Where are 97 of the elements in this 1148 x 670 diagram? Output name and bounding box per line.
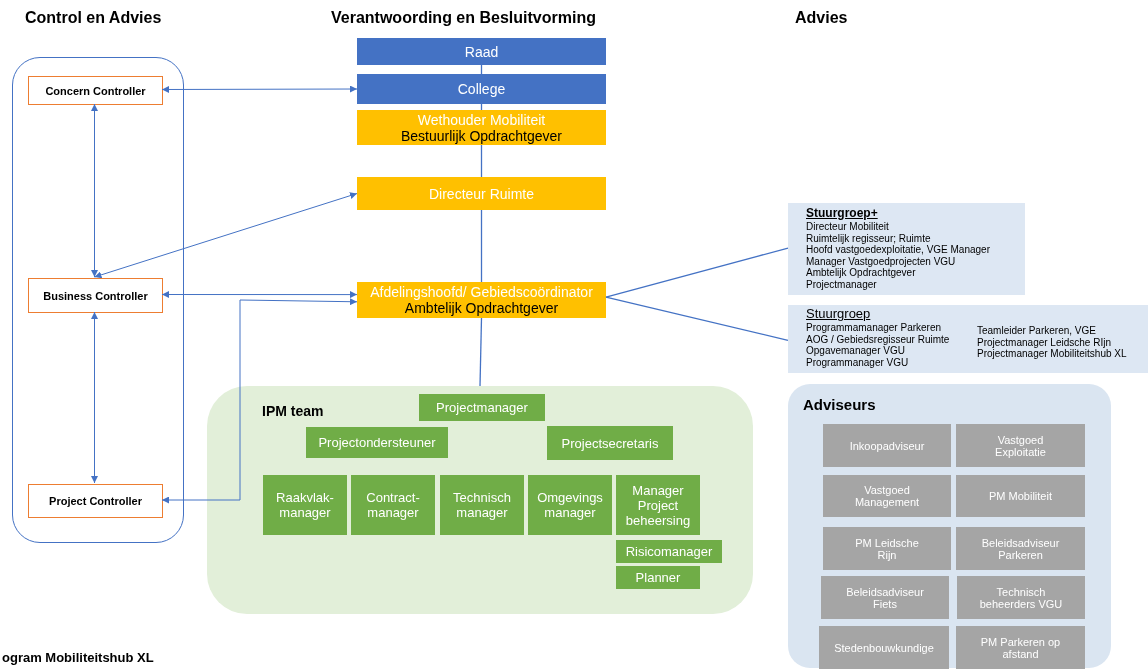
team-member-box (528, 475, 612, 535)
box-label: Ambtelijk Opdrachtgever (404, 300, 559, 316)
group-frame (12, 57, 184, 543)
team-member-box (263, 475, 347, 535)
box-label: PM Leidsche Rijn (854, 536, 920, 561)
team-member-box (306, 427, 448, 458)
box-label: Raakvlak- manager (275, 490, 335, 520)
member-line: Hoofd vastgoedexploitatie, VGE Manager (806, 244, 990, 256)
member-line: Opgavemanager VGU (806, 345, 905, 357)
box-label: Project Controller (49, 495, 142, 507)
arrow (91, 311, 98, 484)
team-member-box (547, 426, 673, 460)
box-label: Inkoopadviseur (849, 439, 925, 452)
advisor-box (956, 475, 1085, 517)
box-label: Concern Controller (45, 84, 146, 97)
member-line: AOG / Gebiedsregisseur Ruimte (806, 333, 950, 346)
box-label: Beleidsadviseur Fiets (845, 585, 925, 610)
connector-line (605, 247, 789, 298)
advisor-box (821, 576, 949, 619)
connector-line (605, 296, 789, 341)
box-label: Bestuurlijk Opdrachtgever (400, 127, 563, 144)
member-line: Projectmanager Mobiliteitshub XL (977, 348, 1127, 360)
team-member-box (616, 475, 700, 535)
advisor-box (957, 576, 1085, 619)
team-member-box (616, 566, 700, 589)
box-label: Directeur Ruimte (429, 185, 534, 202)
box-label: PM Parkeren op afstand (979, 635, 1062, 660)
box-label: Technisch beheerders VGU (979, 585, 1063, 610)
program-title: ogram Mobiliteitshub XL (2, 650, 154, 665)
member-line: Ambtelijk Opdrachtgever (806, 267, 916, 279)
arrow (94, 192, 358, 279)
controller-box (28, 484, 163, 518)
box-label: Contract- manager (365, 490, 421, 520)
member-line: Directeur Mobiliteit (806, 221, 889, 233)
box-label: Projectondersteuner (318, 435, 436, 450)
member-line: Projectmanager Leidsche RIjn (977, 336, 1111, 349)
arrow (161, 298, 358, 504)
member-line: Programmamanager Parkeren (806, 322, 942, 334)
box-label: Projectsecretaris (561, 435, 659, 451)
connector-line (480, 103, 483, 111)
member-line: Ruimtelijk regisseur; Ruimte (806, 232, 931, 245)
connector-line (480, 209, 483, 283)
arrow (161, 85, 358, 93)
advisor-box (823, 475, 951, 517)
team-member-box (440, 475, 524, 535)
member-line: Teamleider Parkeren, VGE (977, 325, 1096, 337)
group-heading: Stuurgroep (806, 306, 871, 321)
connector-line (479, 317, 483, 387)
box-label: Risicomanager (625, 544, 713, 559)
box-label: Business Controller (43, 289, 148, 302)
box-label: Wethouder Mobiliteit (417, 111, 546, 128)
advisor-box (956, 424, 1085, 467)
advisors-panel (788, 384, 1111, 668)
column-heading: Control en Advies (25, 9, 162, 27)
box-label: Omgevings manager (536, 490, 604, 520)
advisor-box (823, 424, 951, 467)
advisor-box (956, 527, 1085, 570)
box-label: College (457, 81, 506, 97)
arrow (91, 103, 98, 278)
box-label: Raad (464, 43, 499, 60)
column-heading: Verantwoording en Besluitvorming (331, 9, 596, 27)
column-heading: Advies (795, 9, 848, 27)
team-panel (207, 386, 753, 614)
controller-box (28, 278, 163, 313)
role-box (357, 282, 606, 318)
role-box (357, 110, 606, 145)
connector-line (480, 64, 483, 75)
advisor-box (819, 626, 949, 669)
box-label: Beleidsadviseur Parkeren (980, 536, 1061, 561)
box-label: Projectmanager (436, 400, 528, 415)
box-label: Planner (635, 570, 681, 585)
role-box (357, 38, 606, 65)
advisor-box (823, 527, 951, 570)
group-heading: Stuurgroep+ (806, 206, 878, 220)
role-box (357, 74, 606, 104)
group-panel (788, 305, 1148, 373)
connector-line (480, 144, 483, 178)
role-box (357, 177, 606, 210)
box-label: Vastgoed Management (853, 484, 921, 508)
box-label: Stedenbouwkundige (834, 641, 934, 654)
member-line: Programmanager VGU (806, 356, 909, 369)
member-line: Projectmanager (806, 279, 877, 291)
team-member-box (616, 540, 722, 563)
arrow (161, 291, 358, 299)
controller-box (28, 76, 163, 105)
panel-heading: Adviseurs (803, 396, 876, 413)
box-label: PM Mobiliteit (989, 490, 1052, 502)
team-member-box (351, 475, 435, 535)
member-line: Manager Vastgoedprojecten VGU (806, 255, 956, 268)
panel-heading: IPM team (262, 403, 324, 419)
group-panel (788, 203, 1025, 295)
box-label: Vastgoed Exploitatie (994, 433, 1047, 458)
box-label: Afdelingshoofd/ Gebiedscoördinator (370, 284, 593, 300)
advisor-box (956, 626, 1085, 669)
team-member-box (419, 394, 545, 421)
box-label: Technisch manager (452, 490, 512, 520)
box-label: Manager Project beheersing (624, 482, 692, 528)
